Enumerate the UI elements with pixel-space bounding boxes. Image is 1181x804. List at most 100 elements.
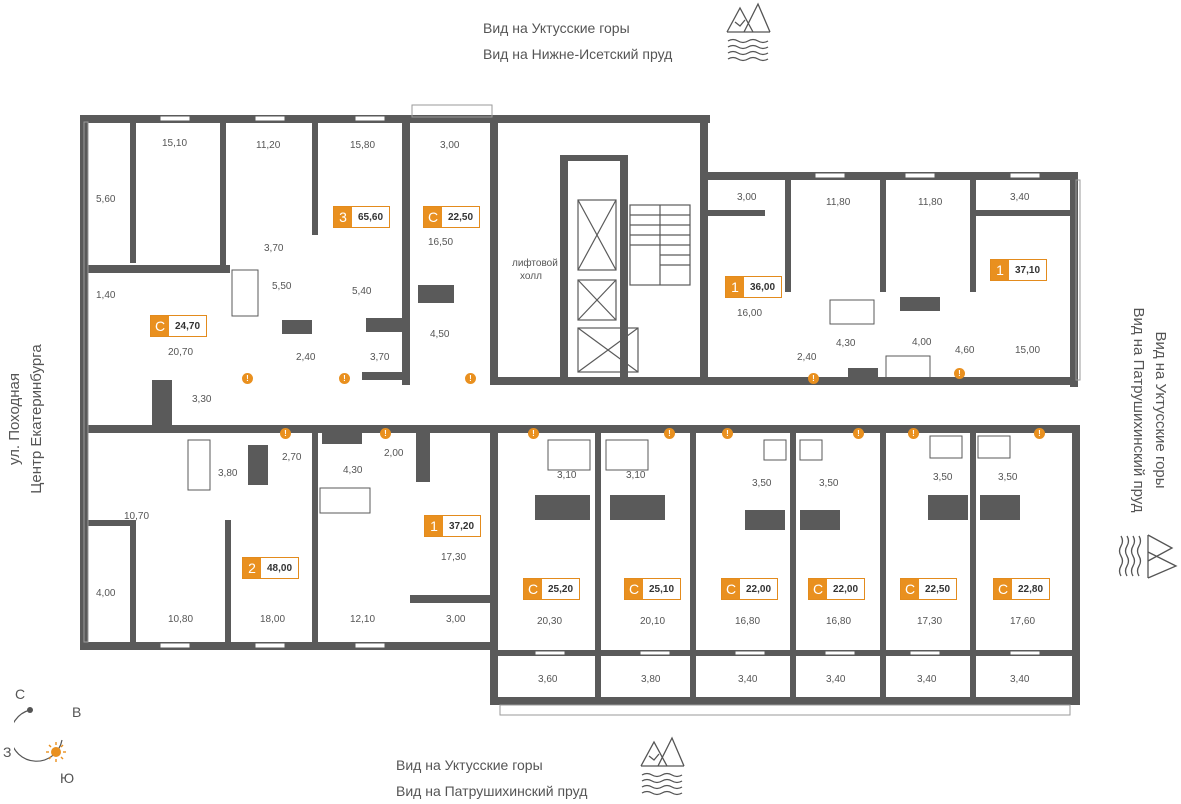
room-area: 3,50 bbox=[752, 478, 772, 489]
room-area: 15,80 bbox=[350, 140, 375, 151]
flat-type: 3 bbox=[334, 207, 352, 227]
flat-area: 22,00 bbox=[746, 583, 772, 595]
flat-type: С bbox=[722, 579, 740, 599]
flat-area: 65,60 bbox=[358, 211, 384, 223]
entrance-marker[interactable]: ! bbox=[722, 428, 733, 439]
compass-east: В bbox=[72, 704, 82, 720]
room-area: 18,00 bbox=[260, 614, 285, 625]
flat-area: 22,50 bbox=[448, 211, 474, 223]
room-area: 3,40 bbox=[1010, 192, 1030, 203]
room-area: 12,10 bbox=[350, 614, 375, 625]
room-area: 3,70 bbox=[264, 243, 284, 254]
bottom-view-mountains: Вид на Уктусские горы bbox=[396, 757, 543, 773]
room-area: 3,00 bbox=[446, 614, 466, 625]
room-area: 3,10 bbox=[557, 470, 577, 481]
entrance-marker[interactable]: ! bbox=[808, 373, 819, 384]
room-area: 1,40 bbox=[96, 290, 116, 301]
room-area: 3,80 bbox=[641, 674, 661, 685]
entrance-marker[interactable]: ! bbox=[280, 428, 291, 439]
entrance-marker[interactable]: ! bbox=[853, 428, 864, 439]
room-area: 16,50 bbox=[428, 237, 453, 248]
room-area: 3,60 bbox=[538, 674, 558, 685]
compass-north: С bbox=[15, 686, 26, 702]
compass-west: З bbox=[3, 744, 12, 760]
compass-south: Ю bbox=[60, 770, 75, 786]
room-area: 2,40 bbox=[797, 352, 817, 363]
entrance-marker[interactable]: ! bbox=[664, 428, 675, 439]
entrance-marker[interactable]: ! bbox=[339, 373, 350, 384]
entrance-marker[interactable]: ! bbox=[908, 428, 919, 439]
flat-tag[interactable]: С 22,00 bbox=[721, 578, 779, 600]
room-area: 4,00 bbox=[96, 588, 116, 599]
entrance-marker[interactable]: ! bbox=[1034, 428, 1045, 439]
top-view-captions: Вид на Уктусские горы Вид на Нижне-Исетс… bbox=[483, 15, 672, 67]
room-area: 11,20 bbox=[256, 140, 281, 151]
entrance-marker[interactable]: ! bbox=[954, 368, 965, 379]
room-area: 4,50 bbox=[430, 329, 450, 340]
room-area: 2,40 bbox=[296, 352, 316, 363]
room-area: 3,30 bbox=[192, 394, 212, 405]
entrance-marker[interactable]: ! bbox=[528, 428, 539, 439]
room-area: 3,50 bbox=[933, 472, 953, 483]
room-area: 2,70 bbox=[282, 452, 302, 463]
room-area: 3,80 bbox=[218, 468, 238, 479]
room-areas: 15,10 11,20 15,80 3,00 5,60 3,70 5,50 5,… bbox=[96, 138, 1040, 685]
room-area: 3,70 bbox=[370, 352, 390, 363]
room-area: 2,00 bbox=[384, 448, 404, 459]
lift-hall-line1: лифтовой bbox=[512, 257, 558, 269]
entrance-marker[interactable]: ! bbox=[465, 373, 476, 384]
room-area: 11,80 bbox=[918, 197, 943, 208]
room-area: 17,60 bbox=[1010, 616, 1035, 627]
entrance-marker[interactable]: ! bbox=[242, 373, 253, 384]
room-area: 10,80 bbox=[168, 614, 193, 625]
lift-core bbox=[577, 199, 691, 373]
flat-type: 1 bbox=[991, 260, 1009, 280]
room-area: 4,60 bbox=[955, 345, 975, 356]
entrance-marker[interactable]: ! bbox=[380, 428, 391, 439]
bottom-view-pond: Вид на Патрушихинский пруд bbox=[396, 783, 588, 799]
flat-area: 37,20 bbox=[449, 520, 475, 532]
room-area: 16,80 bbox=[735, 616, 760, 627]
flat-tag[interactable]: С 25,20 bbox=[523, 578, 581, 600]
lift-hall-line2: холл bbox=[520, 271, 542, 282]
mountain-pond-icon bbox=[1118, 534, 1178, 579]
flat-area: 48,00 bbox=[267, 562, 293, 574]
room-area: 3,50 bbox=[819, 478, 839, 489]
room-area: 3,40 bbox=[826, 674, 846, 685]
compass-rose bbox=[14, 707, 66, 762]
room-area: 3,10 bbox=[626, 470, 646, 481]
room-area: 5,40 bbox=[352, 286, 372, 297]
flat-type: С bbox=[151, 316, 169, 336]
room-area: 3,40 bbox=[917, 674, 937, 685]
mountain-pond-icon bbox=[726, 2, 771, 62]
room-area: 4,30 bbox=[343, 465, 363, 476]
room-area: 3,50 bbox=[998, 472, 1018, 483]
flat-type: С bbox=[524, 579, 542, 599]
room-area: 15,10 bbox=[162, 138, 187, 149]
top-view-pond: Вид на Нижне-Исетский пруд bbox=[483, 46, 673, 62]
room-area: 15,00 bbox=[1015, 345, 1040, 356]
room-area: 17,30 bbox=[441, 552, 466, 563]
flat-type: С bbox=[994, 579, 1012, 599]
room-area: 4,00 bbox=[912, 337, 932, 348]
flat-type: С bbox=[809, 579, 827, 599]
flat-area: 25,20 bbox=[548, 583, 574, 595]
room-area: 5,50 bbox=[272, 281, 292, 292]
flat-type: 1 bbox=[726, 277, 744, 297]
room-area: 17,30 bbox=[917, 616, 942, 627]
flat-area: 25,10 bbox=[649, 583, 675, 595]
room-area: 20,10 bbox=[640, 616, 665, 627]
flat-area: 22,50 bbox=[925, 583, 951, 595]
